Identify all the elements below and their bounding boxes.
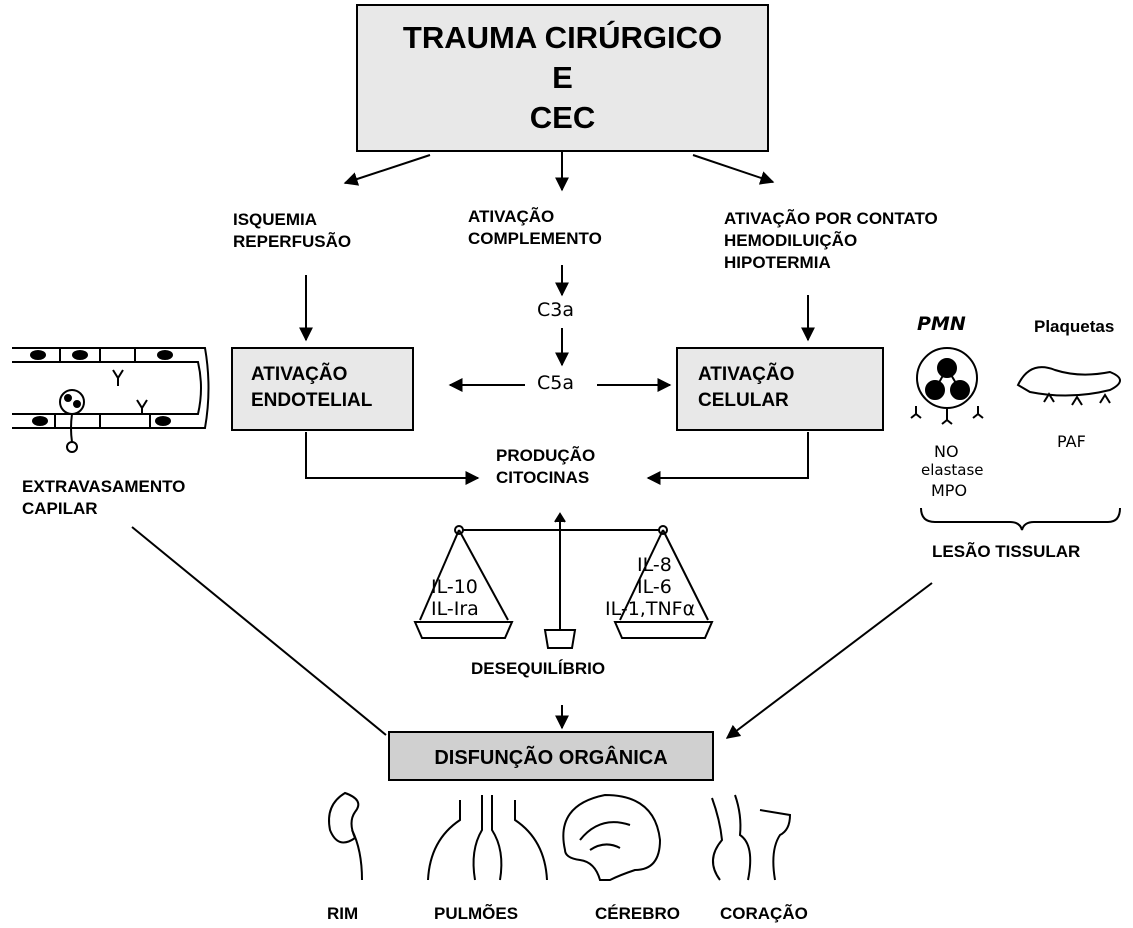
scale-right-line1: IL-8 [637, 554, 672, 576]
title-line1: TRAUMA CIRÚRGICO [402, 20, 723, 55]
outcome-label: DISFUNÇÃO ORGÂNICA [434, 747, 668, 769]
c5a-label: C5a [537, 372, 574, 394]
title-line2: E [552, 60, 573, 95]
arrow-celular-producao [646, 432, 809, 485]
lesao-label: LESÃO TISSULAR [932, 542, 1081, 561]
endotelial-line2: ENDOTELIAL [251, 390, 373, 411]
organ-coracao: CORAÇÃO [720, 904, 808, 923]
arrow-lesao-outcome [725, 582, 933, 739]
title-box: TRAUMA CIRÚRGICO E CEC [356, 4, 769, 152]
organ-rim: RIM [327, 904, 359, 923]
complemento-line1: ATIVAÇÃO [468, 207, 555, 226]
scale-left-line2: IL-Ira [431, 598, 479, 620]
title-line3: CEC [529, 100, 596, 135]
arrow-endotelial-producao [305, 432, 480, 485]
capillary-drawing [12, 347, 210, 453]
producao-line2: CITOCINAS [496, 468, 590, 487]
paf-label: PAF [1057, 432, 1086, 451]
vessel-line1: EXTRAVASAMENTO [22, 477, 186, 496]
platelet-drawing [1016, 366, 1121, 406]
contato-line2: HEMODILUIÇÃO [724, 231, 858, 250]
celular-box: ATIVAÇÃO CELULAR [676, 347, 884, 431]
vessel-line2: CAPILAR [22, 499, 98, 518]
endotelial-box: ATIVAÇÃO ENDOTELIAL [231, 347, 414, 431]
complemento-line2: COMPLEMENTO [468, 229, 602, 248]
outcome-box: DISFUNÇÃO ORGÂNICA [388, 731, 714, 781]
organ-drawings [328, 791, 792, 881]
contato-line3: HIPOTERMIA [724, 253, 831, 272]
isquemia-line2: REPERFUSÃO [233, 232, 352, 251]
celular-line2: CELULAR [698, 390, 789, 411]
no-label: NO [934, 442, 959, 461]
mpo-label: MPO [931, 481, 968, 500]
organ-pulmoes: PULMÕES [434, 904, 519, 923]
balance-scale [413, 512, 714, 649]
organ-cerebro: CÉREBRO [595, 904, 681, 923]
scale-left-line1: IL-10 [431, 576, 478, 598]
arrow-title-isquemia [343, 154, 431, 186]
pmn-label: PMN [917, 313, 966, 335]
elastase-label: elastase [921, 461, 984, 479]
c3a-label: C3a [537, 299, 574, 321]
scale-right-line2: IL-6 [637, 576, 672, 598]
celular-line1: ATIVAÇÃO [698, 364, 795, 385]
desequilibrio-label: DESEQUILÍBRIO [471, 659, 606, 678]
endotelial-line1: ATIVAÇÃO [251, 364, 348, 385]
contato-line1: ATIVAÇÃO POR CONTATO [724, 209, 938, 228]
plaquetas-label: Plaquetas [1034, 317, 1115, 336]
line-vessel-outcome [131, 526, 387, 736]
scale-right-line3: IL-1,TNFα [605, 598, 696, 620]
arrow-title-contato [692, 154, 775, 185]
isquemia-line1: ISQUEMIA [233, 210, 318, 229]
pmn-cell-drawing [910, 347, 1121, 531]
producao-line1: PRODUÇÃO [496, 446, 596, 465]
